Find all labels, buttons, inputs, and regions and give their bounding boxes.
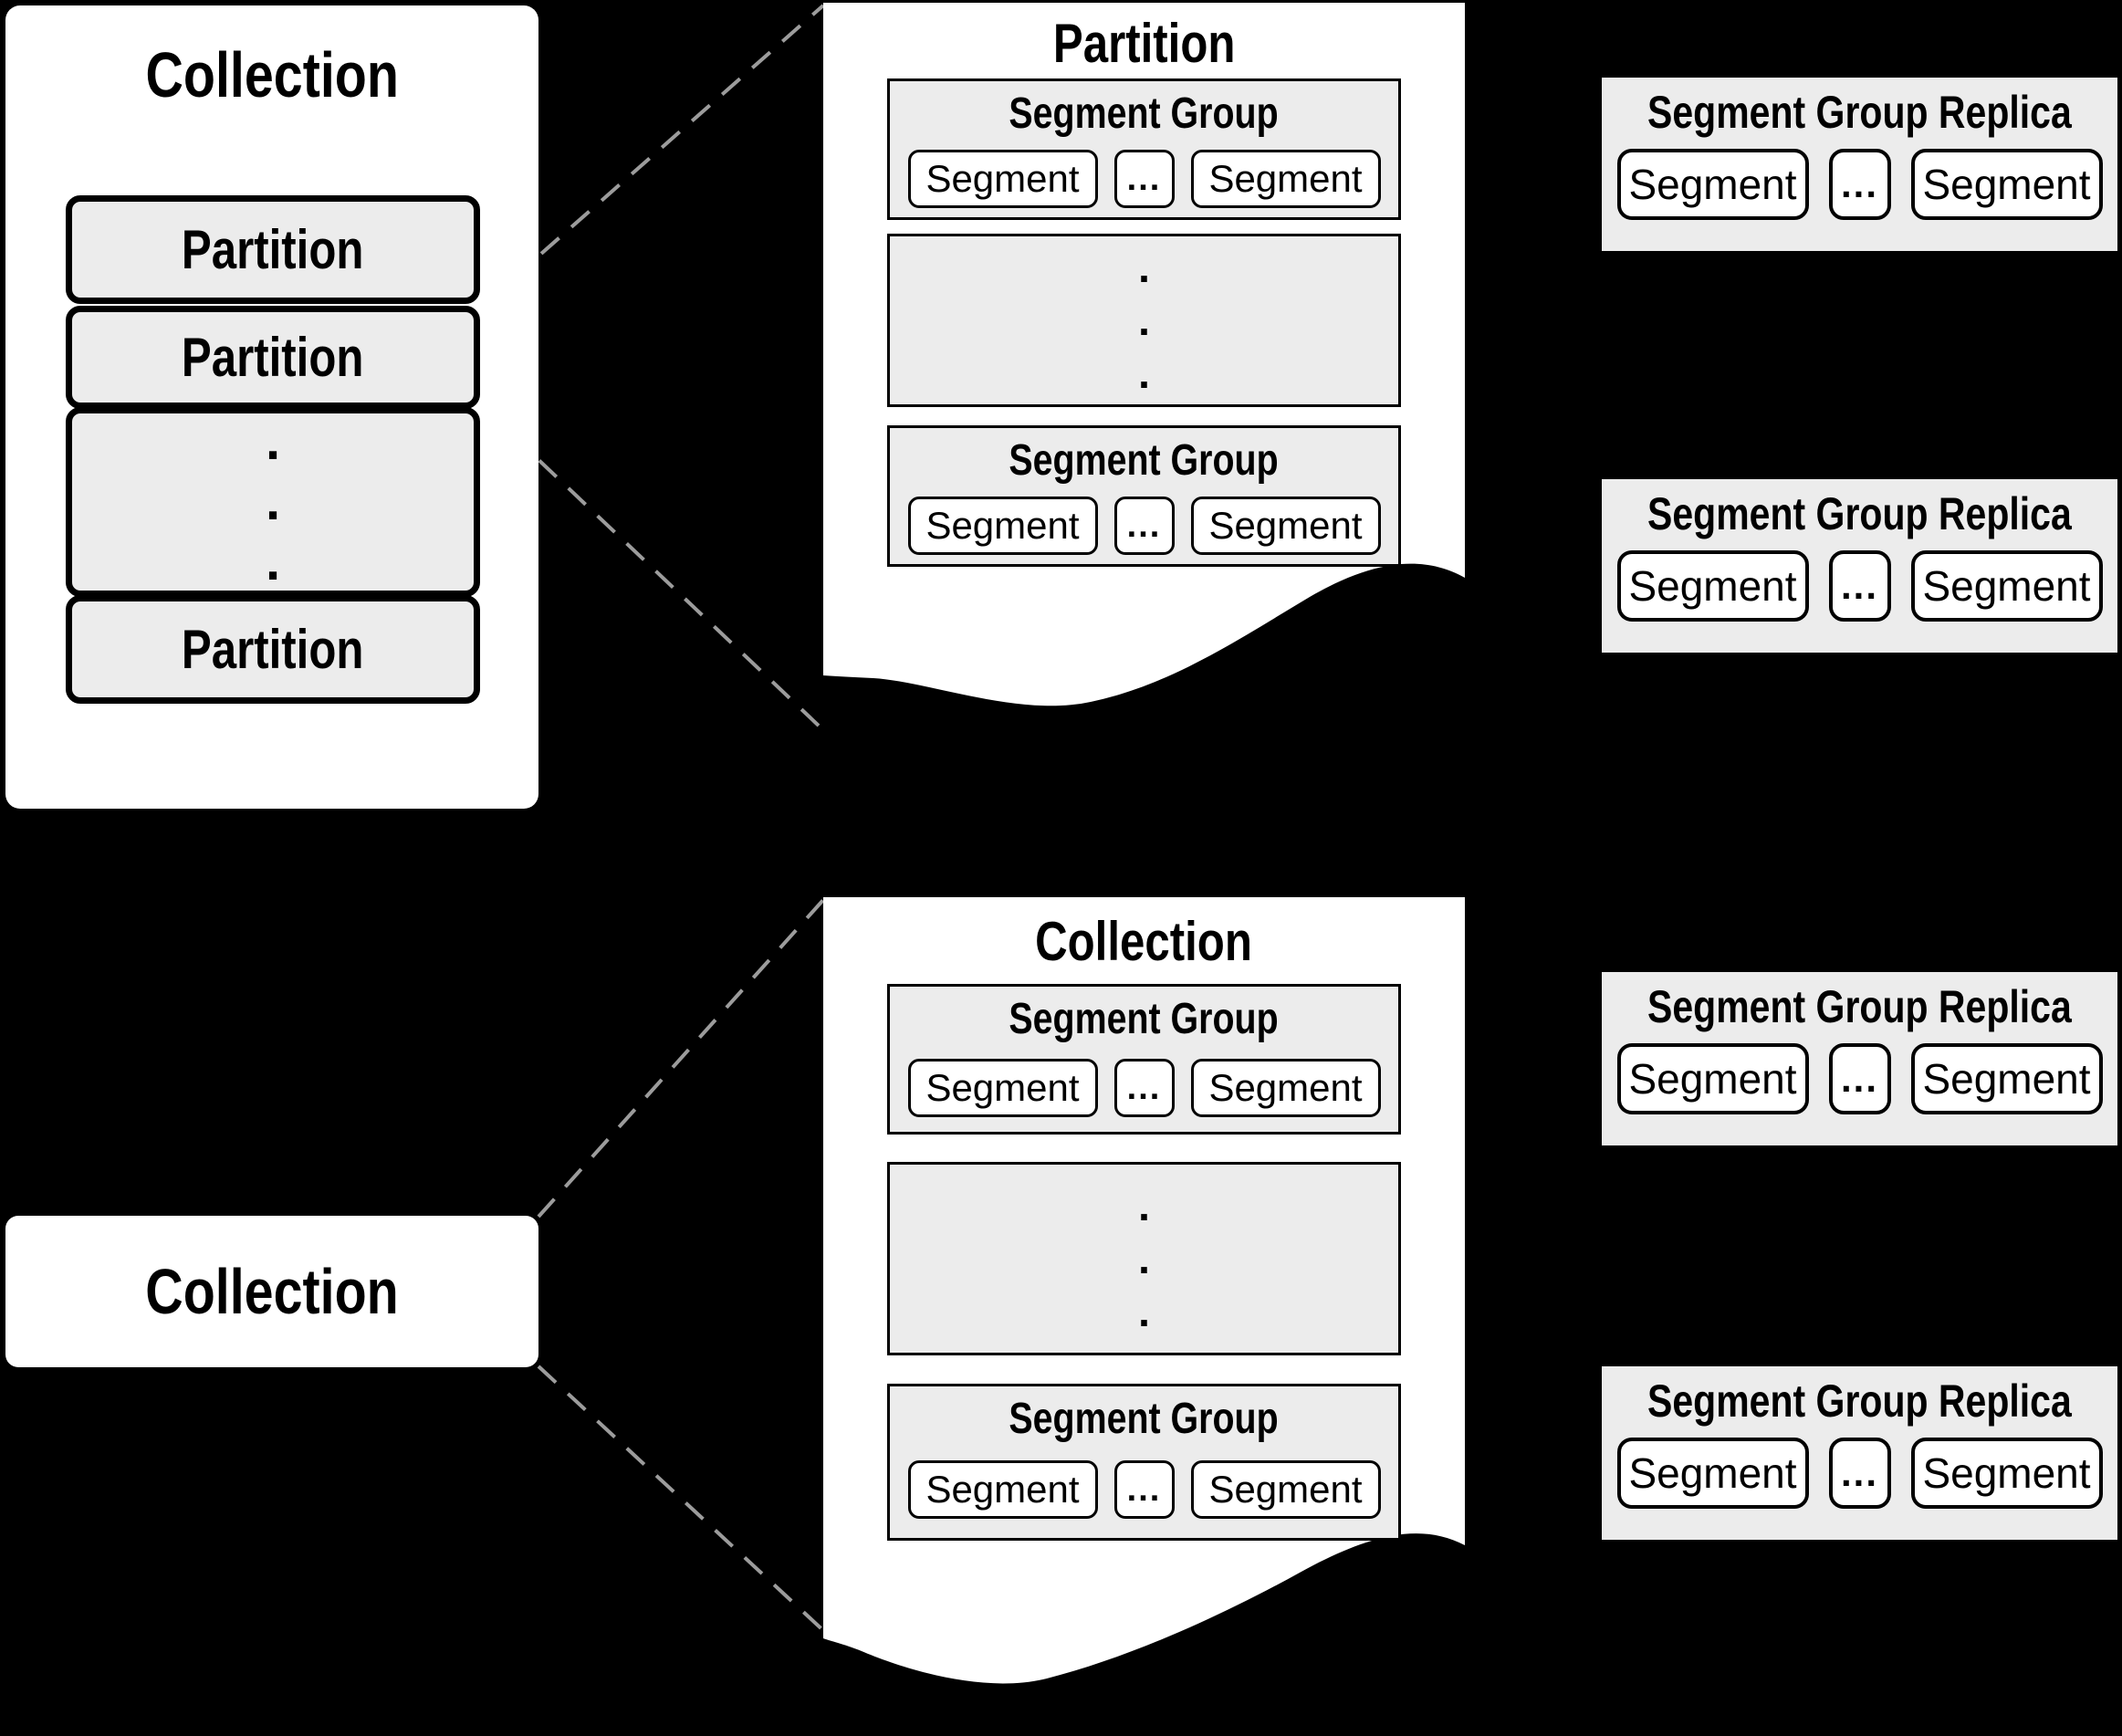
segment-box: Segment <box>1616 549 1809 622</box>
collection-document-title: Collection <box>1035 911 1253 972</box>
vertical-ellipsis-dot: . <box>1138 1288 1150 1335</box>
segment-ellipsis-box: ... <box>1828 1437 1891 1509</box>
segment-group-top: Segment Group Segment ... Segment <box>887 984 1401 1135</box>
segment-row: Segment ... Segment <box>907 497 1381 556</box>
replica-title: Segment Group Replica <box>1647 1375 2072 1427</box>
segment-ellipsis-box: ... <box>1113 1460 1175 1520</box>
segment-ellipsis-box: ... <box>1828 1042 1891 1114</box>
segment-box: Segment <box>1910 549 2103 622</box>
vertical-ellipsis-dot: . <box>1138 297 1150 344</box>
vertical-ellipsis-dot: . <box>1138 1182 1150 1229</box>
partition-document: Partition Segment Group Segment ... Segm… <box>823 3 1465 733</box>
segment-ellipsis-box: ... <box>1113 497 1175 556</box>
segment-group-replica-top-2: Segment Group Replica Segment ... Segmen… <box>1602 479 2117 653</box>
segment-box: Segment <box>907 1460 1098 1520</box>
segment-box: Segment <box>907 150 1098 209</box>
collection-document: Collection Segment Group Segment ... Seg… <box>823 897 1465 1710</box>
segment-ellipsis-box: ... <box>1828 148 1891 220</box>
segment-box: Segment <box>1190 1059 1381 1118</box>
segment-row: Segment ... Segment <box>1616 1042 2103 1114</box>
segment-group-top: Segment Group Segment ... Segment <box>887 78 1401 220</box>
replica-title: Segment Group Replica <box>1647 87 2072 138</box>
vertical-ellipsis-dot: . <box>1138 350 1150 397</box>
segment-group-title: Segment Group <box>1009 1395 1280 1443</box>
partition-document-title: Partition <box>1052 13 1236 74</box>
segment-box: Segment <box>1616 1437 1809 1509</box>
segment-box: Segment <box>1190 497 1381 556</box>
segment-group-replica-bottom-2: Segment Group Replica Segment ... Segmen… <box>1602 1366 2117 1540</box>
vertical-ellipsis-dot: . <box>265 532 281 591</box>
segment-box: Segment <box>1616 148 1809 220</box>
segment-box: Segment <box>1910 1437 2103 1509</box>
collection-panel: Collection Partition Partition . . . Par… <box>5 5 538 809</box>
partition-label: Partition <box>182 327 364 388</box>
segment-row: Segment ... Segment <box>907 1059 1381 1118</box>
segment-group-ellipsis-box: . . . <box>887 234 1401 407</box>
partition-row-1: Partition <box>66 195 480 304</box>
segment-group-ellipsis-box: . . . <box>887 1162 1401 1355</box>
segment-group-title: Segment Group <box>1009 436 1280 485</box>
segment-row: Segment ... Segment <box>1616 549 2103 622</box>
segment-group-replica-top-1: Segment Group Replica Segment ... Segmen… <box>1602 78 2117 251</box>
partition-label: Partition <box>182 219 364 280</box>
segment-row: Segment ... Segment <box>1616 148 2103 220</box>
vertical-ellipsis-dot: . <box>1138 1235 1150 1282</box>
partition-row-3: Partition <box>66 595 480 704</box>
segment-group-bottom: Segment Group Segment ... Segment <box>887 425 1401 567</box>
collection-panel-title: Collection <box>145 39 399 110</box>
partition-ellipsis-box: . . . <box>66 407 480 597</box>
segment-group-title: Segment Group <box>1009 89 1280 138</box>
segment-row: Segment ... Segment <box>907 150 1381 209</box>
segment-row: Segment ... Segment <box>1616 1437 2103 1509</box>
segment-box: Segment <box>1190 1460 1381 1520</box>
partition-label: Partition <box>182 619 364 680</box>
segment-box: Segment <box>1910 1042 2103 1114</box>
vertical-ellipsis-dot: . <box>265 412 281 471</box>
segment-box: Segment <box>1910 148 2103 220</box>
segment-row: Segment ... Segment <box>907 1460 1381 1520</box>
segment-group-bottom: Segment Group Segment ... Segment <box>887 1384 1401 1541</box>
segment-ellipsis-box: ... <box>1113 1059 1175 1118</box>
collection-label-box: Collection <box>5 1216 538 1367</box>
segment-group-replica-bottom-1: Segment Group Replica Segment ... Segmen… <box>1602 972 2117 1145</box>
segment-ellipsis-box: ... <box>1828 549 1891 622</box>
replica-title: Segment Group Replica <box>1647 488 2072 539</box>
dash-line-top-upper <box>479 4 825 309</box>
segment-ellipsis-box: ... <box>1113 150 1175 209</box>
segment-group-title: Segment Group <box>1009 995 1280 1043</box>
segment-box: Segment <box>1190 150 1381 209</box>
dash-line-bottom-upper <box>537 898 825 1218</box>
segment-box: Segment <box>907 497 1098 556</box>
replica-title: Segment Group Replica <box>1647 981 2072 1032</box>
vertical-ellipsis-dot: . <box>265 472 281 531</box>
vertical-ellipsis-dot: . <box>1138 244 1150 291</box>
collection-label: Collection <box>145 1255 399 1327</box>
segment-box: Segment <box>907 1059 1098 1118</box>
dash-line-bottom-lower <box>537 1365 829 1636</box>
partition-row-2: Partition <box>66 306 480 409</box>
segment-box: Segment <box>1616 1042 1809 1114</box>
